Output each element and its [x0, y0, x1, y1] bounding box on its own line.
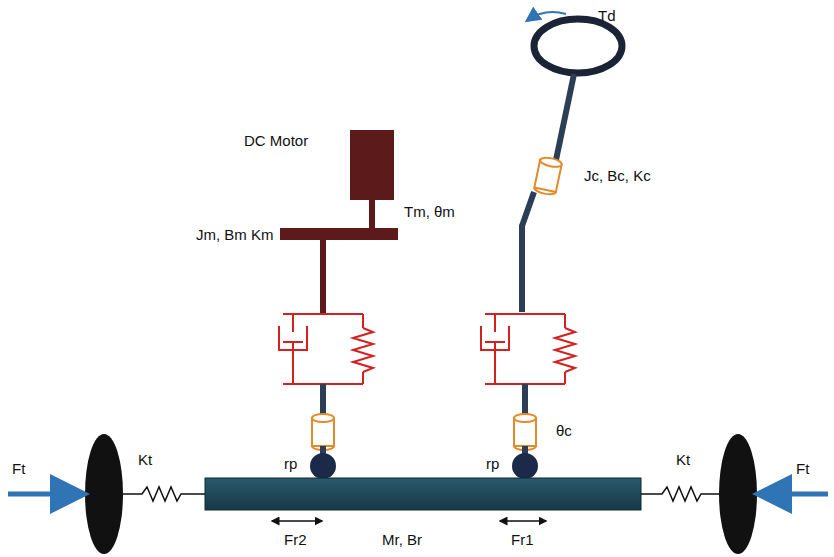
column-angle: θc — [556, 423, 572, 440]
tire-force: Ft — [12, 461, 25, 478]
rack-force: Fr2 — [284, 532, 307, 549]
rack-force: Fr1 — [511, 532, 534, 549]
tire-force: Ft — [796, 461, 809, 478]
motor-torque-label: Tm, θm — [404, 204, 455, 221]
column-parameters: Jc, Bc, Kc — [584, 168, 651, 185]
tie-rod-stiffness: Kt — [676, 452, 690, 469]
tie-rod-stiffness: Kt — [138, 452, 152, 469]
motor-parameters: Jm, Bm Km — [196, 227, 274, 244]
pinion-radius: rp — [284, 456, 297, 473]
torque-label: Td — [598, 8, 616, 25]
motor-label: DC Motor — [244, 133, 308, 150]
rack-parameters: Mr, Br — [382, 532, 422, 549]
pinion-radius: rp — [486, 456, 499, 473]
